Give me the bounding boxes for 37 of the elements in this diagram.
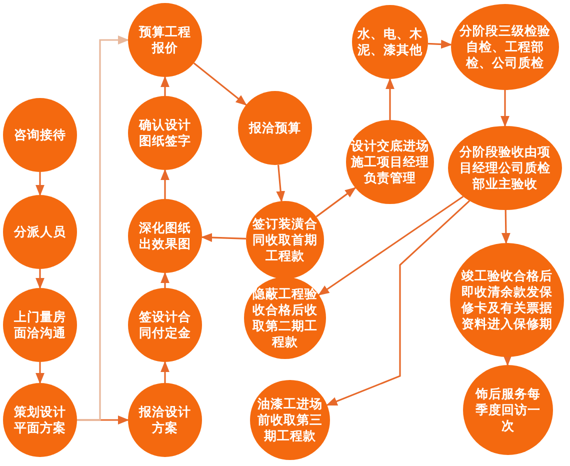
process-circle: 策划设计平面方案 xyxy=(3,383,77,457)
process-circle: 签订装潢合同收取首期工程款 xyxy=(246,201,324,279)
arrow xyxy=(36,362,44,384)
arrow xyxy=(200,233,246,242)
process-circle: 设计交底进场施工项目经理负责管理 xyxy=(346,120,434,204)
arrow xyxy=(160,76,170,96)
arrow xyxy=(160,360,170,383)
arrow xyxy=(428,40,452,49)
arrow xyxy=(276,164,286,202)
process-circle: 油漆工进场前收取第三期工程款 xyxy=(250,380,330,460)
process-circle: 报洽预算 xyxy=(238,91,312,165)
arrow xyxy=(36,269,44,290)
arrow xyxy=(193,62,247,106)
process-circle: 咨询接待 xyxy=(3,98,77,172)
arrow xyxy=(316,187,356,218)
process-circle: 深化图纸出效果图 xyxy=(128,199,202,273)
process-circle: 分阶段验收由项目经理公司质检部业主验收 xyxy=(448,126,562,210)
process-circle: 确认设计图纸签字 xyxy=(128,96,202,170)
process-circle: 报洽设计方案 xyxy=(128,383,202,457)
process-circle: 上门量房面洽沟通 xyxy=(3,288,77,362)
arrow xyxy=(160,272,170,288)
arrow xyxy=(503,354,512,366)
process-circle: 分阶段三级检验自检、工程部检、公司质检 xyxy=(451,4,559,90)
process-circle: 竣工验收合格后即收清余款发保修卡及有关票据资料进入保修期 xyxy=(450,243,564,357)
arrow xyxy=(326,200,470,406)
arrow xyxy=(36,172,44,196)
process-circle: 分派人员 xyxy=(3,195,77,269)
process-circle: 水、电、木泥、漆其他 xyxy=(352,5,428,79)
arrow xyxy=(77,36,130,421)
arrow xyxy=(501,210,510,244)
arrow xyxy=(386,78,394,120)
process-circle: 签设计合同付定金 xyxy=(128,288,202,362)
process-circle: 预算工程报价 xyxy=(128,3,202,77)
process-circle: 饰后服务每季度回访一次 xyxy=(463,365,553,455)
arrow xyxy=(160,168,170,199)
arrow xyxy=(318,196,464,296)
arrow xyxy=(500,90,510,128)
